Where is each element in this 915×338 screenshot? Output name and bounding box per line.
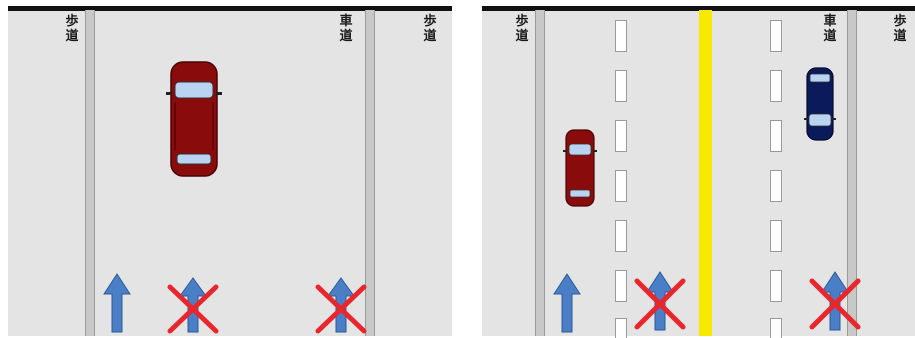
red-car-icon: [166, 58, 222, 180]
center-line: [699, 10, 712, 336]
lane-dash: [615, 70, 627, 102]
prohibited-cross-icon: [808, 277, 862, 331]
lane-dash: [615, 20, 627, 52]
lane-dash: [615, 170, 627, 202]
lane-dash: [770, 120, 782, 152]
prohibited-cross-icon: [166, 283, 220, 335]
sidewalk-label-left: 歩道: [64, 14, 80, 44]
roadway-label: 車道: [822, 14, 838, 44]
lane-dash: [770, 20, 782, 52]
road-top-edge: [8, 6, 452, 11]
lane-dash: [770, 318, 782, 338]
lane-dash: [615, 120, 627, 152]
prohibited-cross-icon: [633, 277, 687, 331]
lane-dash: [615, 270, 627, 302]
lane-dash: [770, 170, 782, 202]
sidewalk-label-left: 歩道: [514, 14, 530, 44]
left-curb: [85, 10, 95, 336]
lane-dash: [770, 220, 782, 252]
road-surface: [8, 10, 452, 336]
red-car-icon: [563, 128, 597, 208]
sidewalk-label-right: 歩道: [422, 14, 438, 44]
left-curb: [535, 10, 545, 336]
sidewalk-label-right: 歩道: [892, 14, 908, 44]
lane-dash: [615, 318, 627, 338]
up-arrow-icon: [552, 272, 582, 334]
left-road-diagram: 歩道 車道 歩道: [0, 0, 452, 338]
lane-dash: [770, 70, 782, 102]
blue-car-icon: [804, 66, 836, 142]
up-arrow-icon: [102, 272, 132, 334]
right-road-diagram: 歩道 車道 歩道: [474, 0, 915, 338]
prohibited-cross-icon: [314, 283, 368, 335]
lane-dash: [615, 220, 627, 252]
roadway-label: 車道: [338, 14, 354, 44]
lane-dash: [770, 270, 782, 302]
